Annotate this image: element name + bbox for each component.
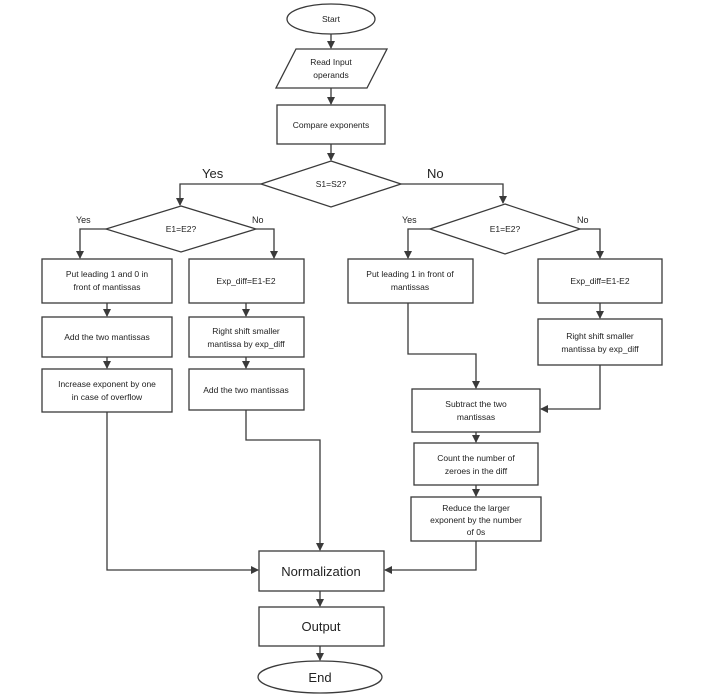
node-right-shift-right-line2: mantissa by exp_diff bbox=[561, 344, 639, 354]
edge-shift-to-subtract bbox=[540, 365, 601, 413]
node-increase-exponent-line2: in case of overflow bbox=[72, 392, 143, 402]
node-put-leading-1-and-0-line2: front of mantissas bbox=[73, 282, 140, 292]
node-subtract-mantissas: Subtract the two mantissas bbox=[411, 388, 541, 433]
node-sign-check-label: S1=S2? bbox=[316, 179, 347, 189]
node-left-exp-check-label: E1=E2? bbox=[166, 224, 197, 234]
node-compare-exponents: Compare exponents bbox=[276, 104, 386, 145]
edge-left-no bbox=[256, 228, 278, 259]
node-sign-check: S1=S2? bbox=[258, 160, 404, 208]
node-reduce-exponent: Reduce the larger exponent by the number… bbox=[410, 496, 542, 542]
edge-reduce-to-normalization bbox=[384, 541, 477, 574]
branch-sign-yes: Yes bbox=[202, 166, 224, 181]
connectors bbox=[76, 34, 604, 661]
edge-right-yes bbox=[404, 228, 430, 259]
node-put-leading-1-and-0: Put leading 1 and 0 in front of mantissa… bbox=[41, 258, 173, 304]
node-increase-exponent-line1: Increase exponent by one bbox=[58, 379, 156, 389]
node-read-input: Read Input operands bbox=[274, 48, 389, 89]
node-add-mantissas-b-label: Add the two mantissas bbox=[203, 385, 289, 395]
node-subtract-mantissas-line2: mantissas bbox=[457, 412, 495, 422]
node-right-exp-check-label: E1=E2? bbox=[490, 224, 521, 234]
node-right-exp-check: E1=E2? bbox=[427, 203, 583, 255]
node-read-input-line1: Read Input bbox=[310, 57, 352, 67]
node-normalization-label: Normalization bbox=[281, 564, 360, 579]
branch-left-yes: Yes bbox=[76, 215, 91, 225]
node-exp-diff-right: Exp_diff=E1-E2 bbox=[537, 258, 663, 304]
node-put-leading-1: Put leading 1 in front of mantissas bbox=[347, 258, 474, 304]
edge-sign-no bbox=[401, 183, 507, 204]
node-put-leading-1-line2: mantissas bbox=[391, 282, 429, 292]
branch-right-no: No bbox=[577, 215, 589, 225]
edge-increase-to-normalization bbox=[106, 412, 259, 574]
edge-addb-to-normalization bbox=[245, 410, 324, 551]
node-right-shift-right-line1: Right shift smaller bbox=[566, 331, 634, 341]
node-output: Output bbox=[258, 606, 385, 647]
node-put-leading-1-line1: Put leading 1 in front of bbox=[366, 269, 454, 279]
node-read-input-line2: operands bbox=[313, 70, 348, 80]
node-add-mantissas-b: Add the two mantissas bbox=[188, 368, 305, 411]
node-end-label: End bbox=[308, 670, 331, 685]
node-left-exp-check: E1=E2? bbox=[103, 205, 259, 253]
node-count-zeroes-line1: Count the number of bbox=[437, 453, 515, 463]
node-output-label: Output bbox=[301, 619, 340, 634]
node-start: Start bbox=[286, 3, 376, 35]
node-exp-diff-left-label: Exp_diff=E1-E2 bbox=[216, 276, 275, 286]
node-reduce-exponent-line1: Reduce the larger bbox=[442, 503, 510, 513]
node-reduce-exponent-line3: of 0s bbox=[467, 527, 485, 537]
node-count-zeroes: Count the number of zeroes in the diff bbox=[413, 442, 539, 486]
node-add-mantissas-a-label: Add the two mantissas bbox=[64, 332, 150, 342]
branch-left-no: No bbox=[252, 215, 264, 225]
node-start-label: Start bbox=[322, 14, 341, 24]
node-right-shift-left: Right shift smaller mantissa by exp_diff bbox=[188, 316, 305, 358]
node-put-leading-1-and-0-line1: Put leading 1 and 0 in bbox=[66, 269, 149, 279]
node-add-mantissas-a: Add the two mantissas bbox=[41, 316, 173, 358]
node-normalization: Normalization bbox=[258, 550, 385, 592]
node-right-shift-left-line1: Right shift smaller bbox=[212, 326, 280, 336]
node-subtract-mantissas-line1: Subtract the two bbox=[445, 399, 507, 409]
branch-labels: Yes No Yes No Yes No bbox=[76, 166, 589, 225]
node-exp-diff-left: Exp_diff=E1-E2 bbox=[188, 258, 305, 304]
edge-left-yes bbox=[76, 228, 106, 259]
node-compare-exponents-label: Compare exponents bbox=[293, 120, 370, 130]
node-reduce-exponent-line2: exponent by the number bbox=[430, 515, 522, 525]
edge-right-no bbox=[580, 228, 604, 259]
branch-right-yes: Yes bbox=[402, 215, 417, 225]
branch-sign-no: No bbox=[427, 166, 444, 181]
node-increase-exponent: Increase exponent by one in case of over… bbox=[41, 368, 173, 413]
node-end: End bbox=[257, 660, 383, 694]
edge-leading1-to-subtract bbox=[407, 303, 480, 389]
node-right-shift-left-line2: mantissa by exp_diff bbox=[207, 339, 285, 349]
edge-sign-yes bbox=[176, 183, 261, 206]
node-exp-diff-right-label: Exp_diff=E1-E2 bbox=[570, 276, 629, 286]
node-right-shift-right: Right shift smaller mantissa by exp_diff bbox=[537, 318, 663, 366]
node-count-zeroes-line2: zeroes in the diff bbox=[445, 466, 508, 476]
